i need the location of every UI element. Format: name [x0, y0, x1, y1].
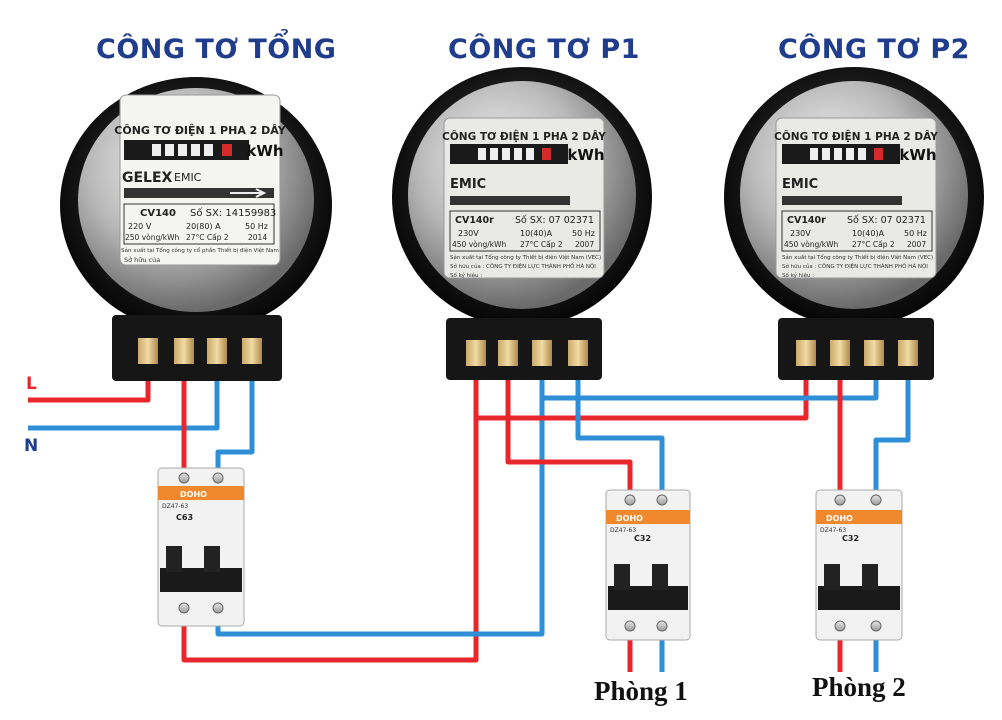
- room1-breaker-model: DZ47-63: [610, 527, 636, 534]
- meter-p2-r1c1: 230V: [790, 229, 811, 238]
- main-meter-header: CÔNG TƠ ĐIỆN 1 PHA 2 DÂY: [114, 124, 286, 137]
- main-meter-model: CV140: [140, 208, 176, 219]
- breaker-live-out-wire: [181, 378, 479, 663]
- meter-p2-title: CÔNG TƠ P2: [778, 34, 970, 65]
- meter-p1-r1c2: 10(40)A: [520, 229, 553, 238]
- meter-p1-r2c2: 27°C Cấp 2: [520, 240, 563, 249]
- room1-breaker-rating: C32: [634, 534, 651, 543]
- live-line-label: L: [26, 374, 37, 394]
- room2-breaker-model: DZ47-63: [820, 527, 846, 534]
- main-meter-brand-sub: EMIC: [174, 171, 202, 184]
- meter-p1-header: CÔNG TƠ ĐIỆN 1 PHA 2 DÂY: [442, 130, 606, 143]
- meter-p2-digits: [810, 148, 883, 160]
- main-breaker: DOHO DZ47-63 C63: [157, 467, 245, 627]
- meter-p2-model: CV140r: [787, 215, 826, 226]
- meter-p2-r2c2: 27°C Cấp 2: [852, 240, 895, 249]
- meter-p1-digits: [478, 148, 551, 160]
- meter-p2-r2c3: 2007: [907, 240, 926, 249]
- meter-p1-model: CV140r: [455, 215, 494, 226]
- main-meter-brand: GELEX: [122, 170, 173, 186]
- meter-p1-r2c1: 450 vòng/kWh: [452, 240, 507, 249]
- p1-live-out-wire: [505, 378, 633, 500]
- meter-p1-id: Số ký hiệu :: [450, 272, 482, 279]
- main-meter-r2c2: 27°C Cấp 2: [186, 233, 229, 242]
- main-meter-title: CÔNG TƠ TỔNG: [96, 34, 337, 65]
- arrow-icon: [230, 188, 267, 198]
- neutral-input-wire: [28, 378, 220, 431]
- meter-p1-terminals: [466, 340, 588, 366]
- meter-p1-owner: Sở hữu của : CÔNG TY ĐIỆN LỰC THÀNH PHỐ …: [450, 262, 596, 270]
- room1-breaker-brand: DOHO: [616, 514, 643, 523]
- main-breaker-brand: DOHO: [180, 490, 207, 499]
- meter-p2-serial: Số SX: 07 02371: [847, 215, 926, 226]
- main-meter-unit: kWh: [246, 142, 283, 160]
- p2-neutral-out-wire: [873, 378, 911, 500]
- main-meter-serial: Số SX: 14159983: [190, 207, 276, 219]
- meter-p2-r1c2: 10(40)A: [852, 229, 885, 238]
- meter-p2-r1c3: 50 Hz: [904, 229, 927, 238]
- meter-p1-r1c1: 230V: [458, 229, 479, 238]
- p1-neutral-out-wire: [575, 378, 665, 500]
- meter-p2-unit: kWh: [899, 146, 936, 164]
- meter-p1-r2c3: 2007: [575, 240, 594, 249]
- meter-p1-serial: Số SX: 07 02371: [515, 215, 594, 226]
- main-meter-terminals: [138, 338, 262, 364]
- meter-p2-id: Số ký hiệu :: [782, 272, 814, 279]
- main-meter-r1c1: 220 V: [128, 222, 152, 231]
- meter-p1-title: CÔNG TƠ P1: [448, 34, 640, 65]
- neutral-line-label: N: [24, 436, 39, 456]
- live-input-wire: [28, 378, 151, 403]
- room2-breaker-rating: C32: [842, 534, 859, 543]
- room2-breaker: DOHO DZ47-63 C32: [815, 489, 903, 641]
- main-meter-r1c2: 20(80) A: [186, 222, 221, 231]
- meter-p2-terminals: [796, 340, 918, 366]
- main-meter-r1c3: 50 Hz: [245, 222, 268, 231]
- room2-breaker-brand: DOHO: [826, 514, 853, 523]
- main-meter-r2c3: 2014: [248, 233, 267, 242]
- meter-p2-owner: Sở hữu của : CÔNG TY ĐIỆN LỰC THÀNH PHỐ …: [782, 262, 928, 270]
- meter-p1-r1c3: 50 Hz: [572, 229, 595, 238]
- meter-p1-unit: kWh: [567, 146, 604, 164]
- meter-p2-header: CÔNG TƠ ĐIỆN 1 PHA 2 DÂY: [774, 130, 938, 143]
- main-meter-r2c1: 250 vòng/kWh: [125, 233, 180, 242]
- meter-p2-r2c1: 450 vòng/kWh: [784, 240, 839, 249]
- meter-p2-maker: Sản xuất tại Tổng công ty Thiết bị điện …: [782, 254, 933, 261]
- main-meter: CÔNG TƠ ĐIỆN 1 PHA 2 DÂY kWh GELEX EMIC …: [60, 77, 332, 381]
- meter-p1-brand: EMIC: [450, 177, 486, 192]
- main-meter-digits: [152, 144, 232, 156]
- room2-label: Phòng 2: [812, 672, 906, 702]
- meter-p1: CÔNG TƠ ĐIỆN 1 PHA 2 DÂY kWh EMIC CV140r…: [392, 67, 652, 380]
- meter-p2: CÔNG TƠ ĐIỆN 1 PHA 2 DÂY kWh EMIC CV140r…: [724, 67, 984, 380]
- room1-label: Phòng 1: [594, 676, 688, 706]
- main-breaker-model: DZ47-63: [162, 503, 188, 510]
- neutral-branch-to-p2-wire: [542, 378, 879, 401]
- main-meter-owner: Sở hữu của: [124, 256, 160, 264]
- main-meter-maker: Sản xuất tại Tổng công ty cổ phần Thiết …: [121, 246, 279, 254]
- live-branch-to-p2-wire: [476, 378, 809, 421]
- meter-p2-brand: EMIC: [782, 177, 818, 192]
- room1-breaker: DOHO DZ47-63 C32: [605, 489, 691, 641]
- main-neutral-to-breaker-wire: [215, 378, 255, 480]
- main-breaker-rating: C63: [176, 513, 193, 522]
- meter-p1-maker: Sản xuất tại Tổng công ty Thiết bị điện …: [450, 254, 601, 261]
